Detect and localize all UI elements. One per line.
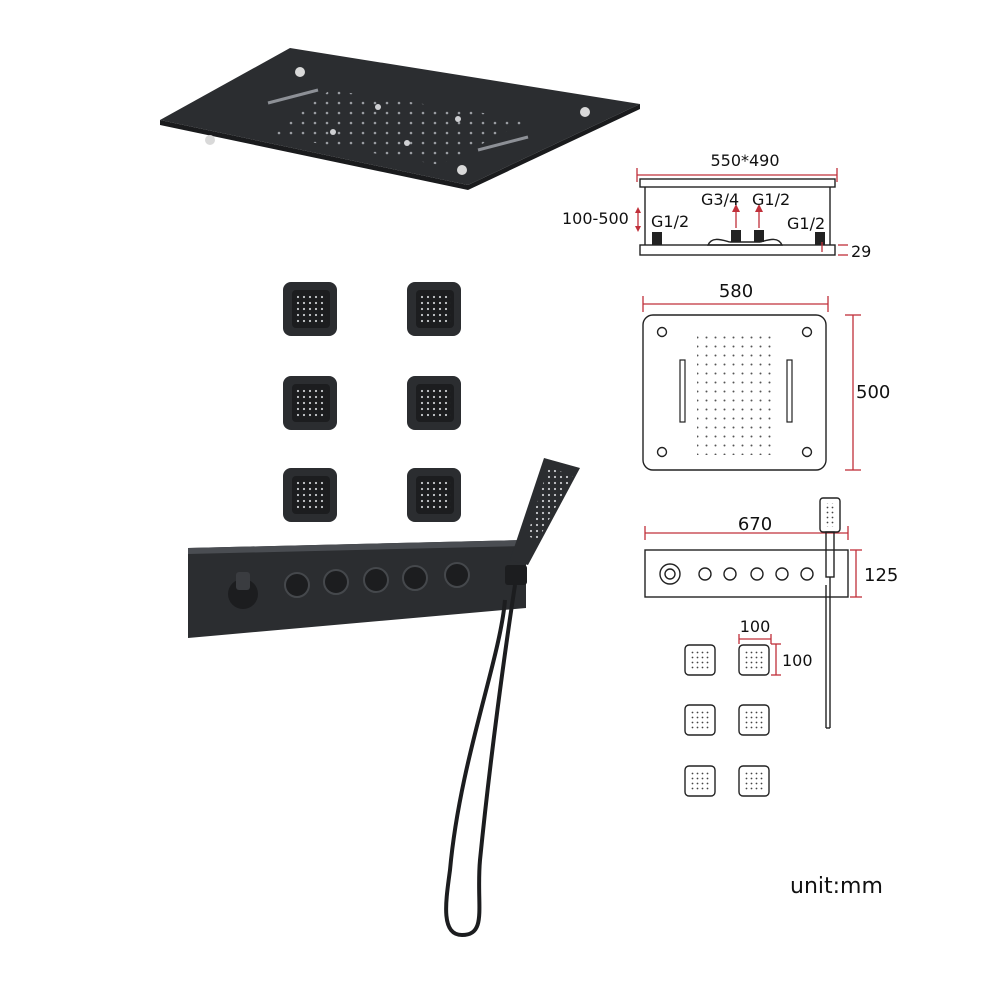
rain-shower-head-icon bbox=[160, 48, 640, 190]
ceiling-depth-label: 100-500 bbox=[562, 209, 629, 228]
ceiling-section-drawing: 550*490 100-500 G1/2 G3/4 G1/2 G1/2 29 bbox=[562, 151, 871, 261]
shower-panel-icon bbox=[188, 540, 526, 638]
plan-width-label: 580 bbox=[719, 281, 753, 302]
thread-center-1-label: G3/4 bbox=[701, 190, 739, 209]
thickness-label: 29 bbox=[851, 242, 871, 261]
ceiling-plan-drawing: 580 500 bbox=[642, 281, 890, 471]
body-jets-drawing: 100 100 bbox=[684, 617, 813, 797]
jet-height-label: 100 bbox=[782, 651, 813, 670]
plan-height-label: 500 bbox=[856, 382, 890, 403]
jet-width-label: 100 bbox=[740, 617, 771, 636]
panel-height-label: 125 bbox=[864, 565, 898, 586]
thread-center-2-label: G1/2 bbox=[752, 190, 790, 209]
thread-right-label: G1/2 bbox=[787, 214, 825, 233]
thread-left-label: G1/2 bbox=[651, 212, 689, 231]
ceiling-width-label: 550*490 bbox=[710, 151, 779, 170]
panel-width-label: 670 bbox=[738, 514, 772, 535]
thermostat-knob-icon bbox=[228, 572, 258, 609]
diverter-button-icon bbox=[284, 562, 470, 598]
handheld-shower-icon bbox=[444, 458, 580, 938]
unit-label: unit:mm bbox=[790, 874, 883, 899]
body-jet-icon bbox=[283, 282, 461, 522]
panel-front-drawing: 670 125 bbox=[644, 497, 898, 729]
